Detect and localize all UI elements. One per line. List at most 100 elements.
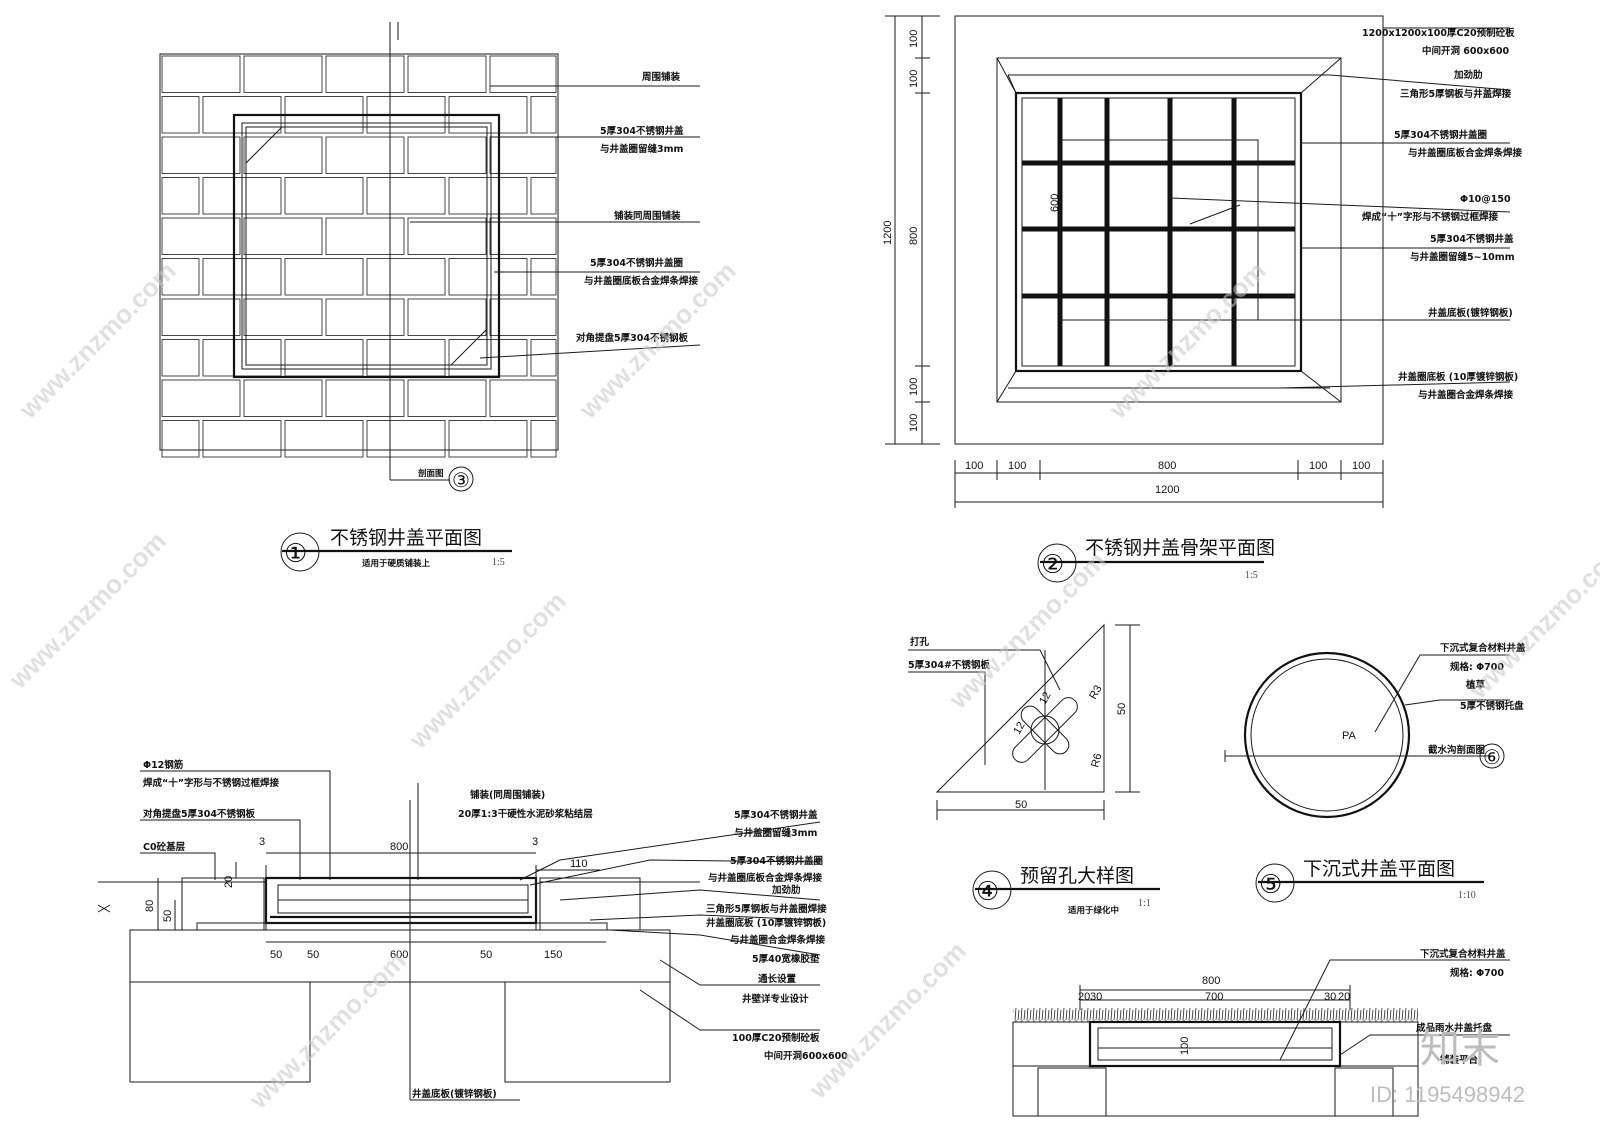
d5-section-circle (1479, 743, 1505, 769)
d2-label-10: 井盖底板(镀锌钢板) (1428, 307, 1513, 319)
d4-dim-3: R6 (1089, 752, 1104, 769)
d3-right-9: 通长设置 (758, 973, 797, 985)
d1-label-0: 周围铺装 (642, 71, 681, 83)
d3-dim-9: 600 (390, 949, 408, 961)
d3-right-7: 与井盖圈合金焊条焊接 (730, 934, 826, 946)
d1-label-6: 对角提盘5厚304不锈钢板 (576, 332, 688, 344)
brick (161, 55, 241, 93)
d1-label-4: 5厚304不锈钢井盖圈 (590, 257, 683, 269)
brick (161, 96, 200, 134)
d2-dim-grid: 600 (1049, 194, 1061, 212)
d6-dim-2: 30 (1090, 991, 1102, 1003)
d3-top-0: 铺装(同周围铺装) (470, 789, 545, 801)
brick (243, 298, 323, 336)
brick (284, 177, 364, 215)
brick (202, 420, 282, 458)
brick (448, 420, 528, 458)
d2-scale: 1:5 (1245, 570, 1258, 581)
brick (243, 379, 323, 417)
brick (530, 96, 557, 134)
d3-right-1: 与井盖圈留缝3mm (734, 827, 818, 839)
brick (530, 258, 557, 296)
brick (325, 55, 405, 93)
d3-dim-4: 20 (223, 876, 235, 888)
brick (243, 136, 323, 174)
d5-center-label: PA (1342, 730, 1357, 742)
d5-label-1: 规格: Φ700 (1450, 661, 1504, 673)
d3-right-3: 与井盖圈底板合金焊条焊接 (708, 872, 823, 884)
brick (284, 420, 364, 458)
watermark-text: www.znzmo.com (402, 586, 571, 755)
d2-label-9: 与井盖圈留缝5~10mm (1410, 251, 1515, 263)
d2-label-0: 1200x1200x100厚C20预制砼板 (1362, 27, 1515, 39)
drawing6-sunken-section (1012, 985, 1419, 1117)
brick (366, 420, 446, 458)
d3-dim-7: 50 (270, 949, 282, 961)
brick (325, 217, 405, 255)
d6-label-3: 铺装平台 (1440, 1054, 1479, 1066)
d5-title: 下沉式井盖平面图 (1303, 858, 1455, 880)
brick (284, 339, 364, 377)
d6-dim-0: 800 (1202, 975, 1220, 987)
drawing5-sunken-cover-plan (1224, 651, 1490, 819)
watermark-text: www.znzmo.com (1462, 536, 1600, 705)
brick (407, 298, 487, 336)
d5-label-4: 截水沟剖面图 (1428, 744, 1485, 756)
brick (325, 298, 405, 336)
d3-right-2: 5厚304不锈钢井盖圈 (730, 855, 823, 867)
d2-number: ② (1041, 550, 1064, 580)
brick (161, 177, 200, 215)
d3-left-0: Φ12钢筋 (143, 759, 184, 771)
d2-dim-l0: 100 (908, 30, 920, 48)
d2-title: 不锈钢井盖骨架平面图 (1085, 537, 1275, 559)
brick (489, 379, 557, 417)
d5-scale: 1:10 (1458, 890, 1476, 901)
drawing2-dimlines (885, 15, 1384, 508)
d2-dim-l1: 100 (908, 70, 920, 88)
d3-dim-1: 800 (390, 841, 408, 853)
d3-right-4: 加劲肋 (771, 884, 801, 896)
drawing2-leaders (1169, 27, 1511, 389)
d3-right-12: 中间开洞600x600 (764, 1050, 848, 1062)
brick (161, 339, 200, 377)
brick (161, 298, 241, 336)
d5-label-0: 下沉式复合材料井盖 (1440, 642, 1526, 654)
d3-dim-5: 80 (144, 900, 156, 912)
brick (489, 217, 557, 255)
brand-logo: 知末 (1420, 1026, 1500, 1072)
brick (366, 177, 446, 215)
d2-label-4: 5厚304不锈钢井盖圈 (1394, 129, 1487, 141)
d3-dim-10: 50 (480, 949, 492, 961)
d2-dims-left: 100 100 100 100 1200 800 600 (882, 30, 1061, 432)
d4-scale: 1:1 (1138, 898, 1151, 909)
d2-label-12: 与井盖圈合金焊条焊接 (1418, 389, 1514, 401)
watermark-text: www.znzmo.com (242, 946, 411, 1115)
d2-dim-b2: 800 (1158, 460, 1176, 472)
watermark-text: www.znzmo.com (942, 546, 1111, 715)
watermark-text: www.znzmo.com (12, 256, 181, 425)
d5-label-3: 5厚不锈钢托盘 (1460, 700, 1524, 712)
brick (161, 379, 241, 417)
brick (530, 339, 557, 377)
d2-dim-inner: 800 (908, 227, 920, 245)
d4-dim-4: 50 (1116, 703, 1128, 715)
d6-dim-3: 700 (1205, 991, 1223, 1003)
drawing2-frame-plan (954, 15, 1384, 445)
d3-right-8: 5厚40宽橡胶垫 (752, 953, 820, 965)
brick (284, 258, 364, 296)
d3-dim-8: 50 (307, 949, 319, 961)
d2-label-1: 中间开洞 600x600 (1422, 45, 1509, 57)
d2-label-7: 焊成“十”字形与不锈钢过框焊接 (1362, 211, 1498, 223)
d1-label-2: 与井盖圈留缝3mm (600, 143, 684, 155)
d3-dim-3: 110 (570, 858, 588, 870)
d2-dim-b4: 100 (1352, 460, 1370, 472)
image-id: ID: 1195498942 (1370, 1082, 1525, 1107)
brick (489, 298, 557, 336)
d2-dim-l2: 100 (908, 378, 920, 396)
d2-label-8: 5厚304不锈钢井盖 (1430, 233, 1514, 245)
watermark-text: www.znzmo.com (802, 936, 971, 1105)
drawing3-section (97, 800, 700, 1100)
drawing6-leaders (1279, 959, 1510, 1061)
brick (407, 217, 487, 255)
brick (489, 55, 557, 93)
